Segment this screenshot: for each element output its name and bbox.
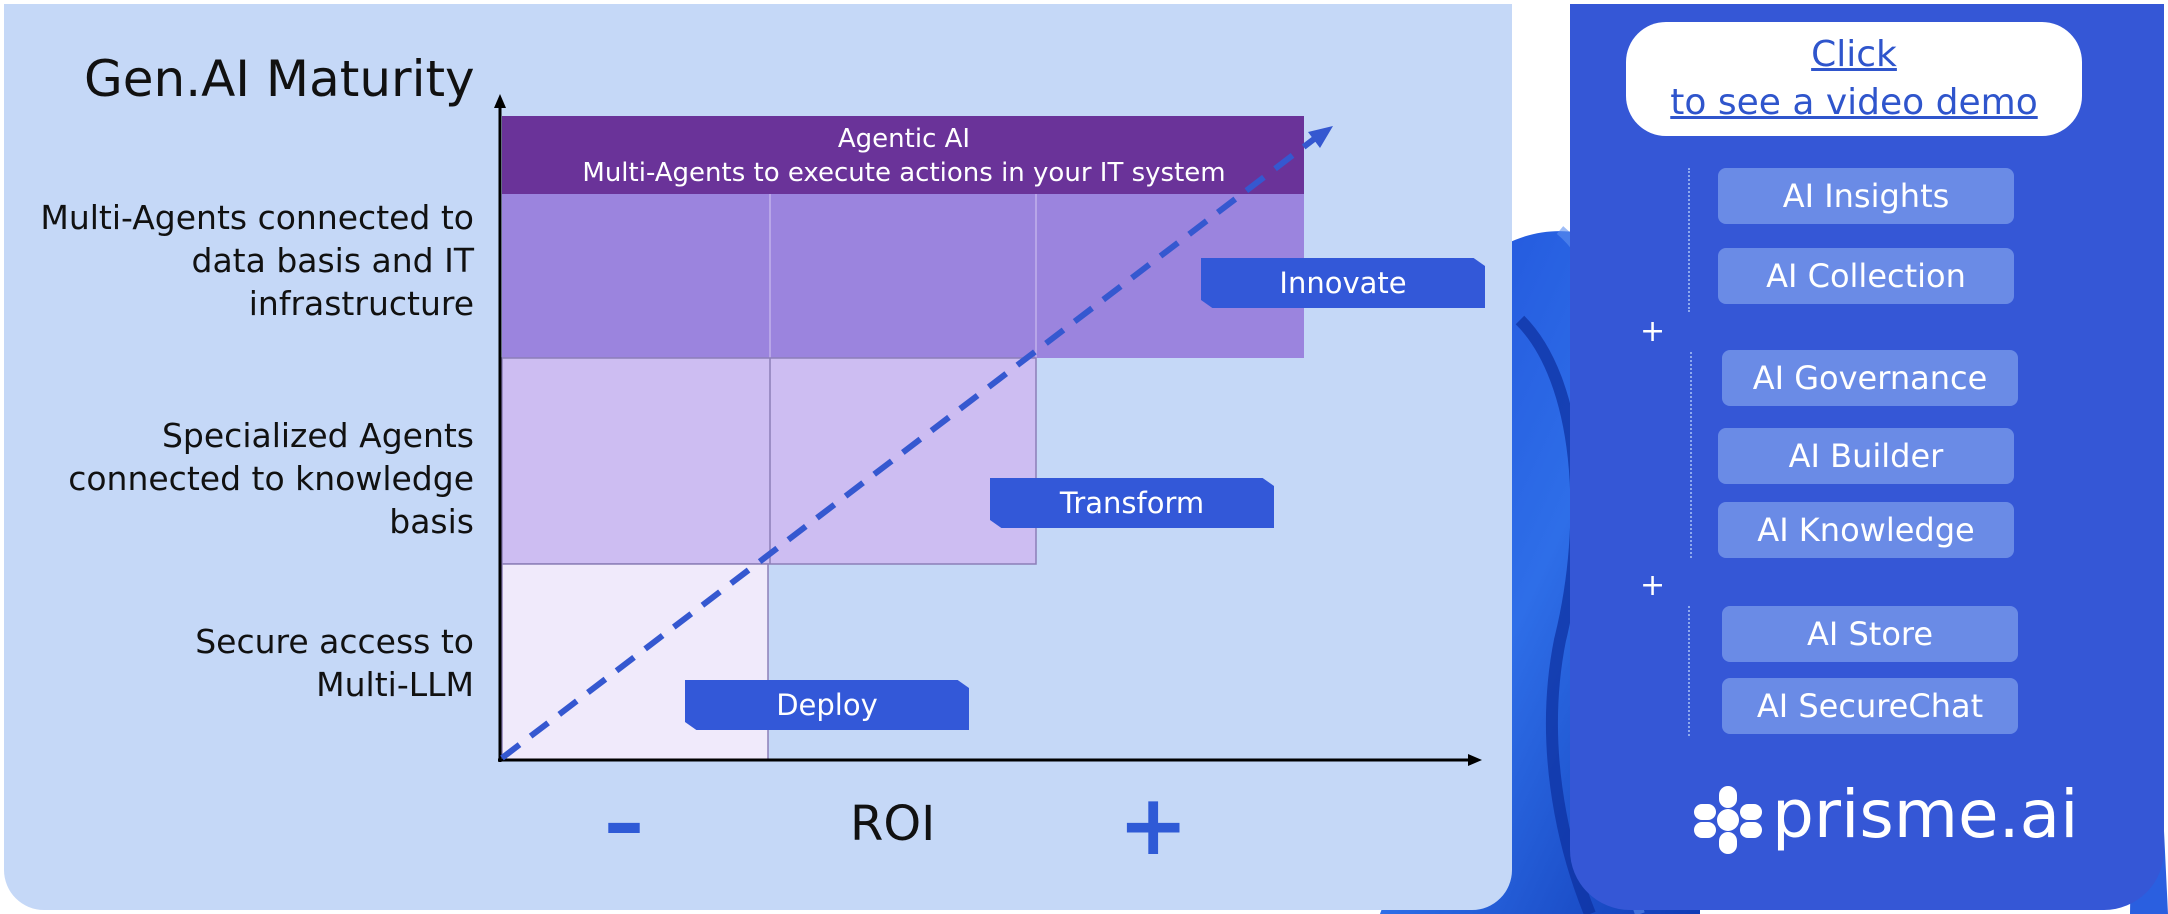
stage-innovate: Innovate bbox=[1201, 258, 1485, 308]
roi-minus-sign: – bbox=[604, 776, 644, 869]
level-2-label: Specialized Agents connected to knowledg… bbox=[68, 416, 474, 541]
roi-plus-sign: + bbox=[1118, 776, 1189, 874]
level-agentic-band bbox=[502, 116, 1304, 194]
group-1-connector bbox=[1688, 168, 1690, 312]
cta-line-2: to see a video demo bbox=[1670, 82, 2038, 123]
product-panel: Click to see a video demo AI Insights AI… bbox=[1570, 4, 2164, 910]
level-2-block bbox=[501, 357, 1037, 565]
level-3-block bbox=[502, 194, 1304, 358]
product-ai-insights[interactable]: AI Insights bbox=[1718, 168, 2014, 224]
product-ai-builder[interactable]: AI Builder bbox=[1718, 428, 2014, 484]
group-separator-1: + bbox=[1640, 314, 1666, 349]
group-3-connector bbox=[1688, 606, 1690, 736]
x-axis-label: ROI bbox=[850, 796, 936, 852]
level-3-label: Multi-Agents connected to data basis and… bbox=[40, 198, 474, 323]
product-ai-securechat[interactable]: AI SecureChat bbox=[1722, 678, 2018, 734]
agentic-band-label: Agentic AI Multi-Agents to execute actio… bbox=[582, 124, 1226, 188]
group-2-connector bbox=[1690, 352, 1692, 558]
video-demo-link[interactable]: Click to see a video demo bbox=[1626, 22, 2082, 136]
prisme-logo-icon bbox=[1694, 786, 1762, 854]
trend-arrow-icon bbox=[500, 133, 1320, 761]
level-1-label: Secure access to Multi-LLM bbox=[195, 622, 474, 704]
product-ai-knowledge[interactable]: AI Knowledge bbox=[1718, 502, 2014, 558]
group-separator-2: + bbox=[1640, 568, 1666, 603]
product-ai-store[interactable]: AI Store bbox=[1722, 606, 2018, 662]
product-ai-collection[interactable]: AI Collection bbox=[1718, 248, 2014, 304]
brand-name: prisme.ai bbox=[1772, 776, 2079, 853]
diagram-title: Gen.AI Maturity bbox=[84, 50, 475, 108]
stage-deploy: Deploy bbox=[685, 680, 969, 730]
stage-transform: Transform bbox=[990, 478, 1274, 528]
product-ai-governance[interactable]: AI Governance bbox=[1722, 350, 2018, 406]
cta-line-1: Click bbox=[1811, 34, 1897, 75]
